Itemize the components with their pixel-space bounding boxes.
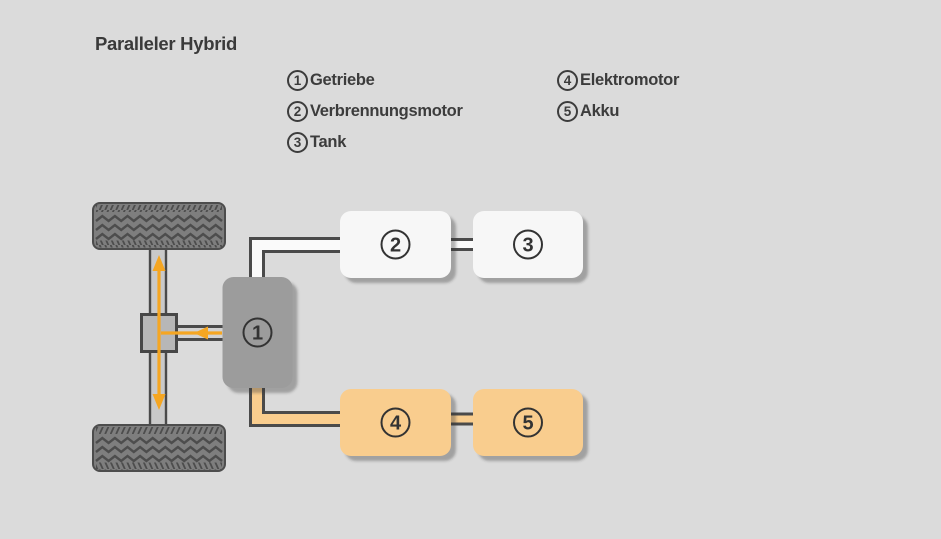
number-circle	[380, 407, 411, 438]
box-number: 3	[522, 235, 533, 257]
connector-gearbox-engine	[249, 237, 345, 292]
page-title: Paralleler Hybrid	[95, 33, 237, 54]
box-elektromotor: 4	[340, 389, 456, 461]
legend-number-circle: 3	[287, 131, 308, 153]
legend-column-2: 4 Elektromotor 5 Akku	[557, 69, 679, 131]
arrow-down-icon	[152, 394, 166, 410]
legend-item-elektromotor: 4 Elektromotor	[557, 69, 679, 91]
wheel-top	[92, 202, 226, 250]
legend-number-circle: 5	[557, 100, 578, 122]
box-verbrennungsmotor: 2	[340, 211, 456, 283]
box-akku: 5	[473, 389, 588, 461]
box-tank: 3	[473, 211, 588, 283]
legend-column-1: 1 Getriebe 2 Verbrennungsmotor 3 Tank	[287, 69, 463, 162]
legend-label: Verbrennungsmotor	[310, 101, 463, 120]
legend-label: Elektromotor	[580, 70, 680, 89]
legend-label: Getriebe	[310, 70, 375, 89]
legend-number-circle: 1	[287, 69, 308, 91]
legend-item-akku: 5 Akku	[557, 100, 679, 122]
power-flow-arrows	[152, 255, 222, 410]
legend-item-verbrennungsmotor: 2 Verbrennungsmotor	[287, 100, 463, 122]
number-circle	[242, 317, 273, 348]
wheel-bottom	[92, 424, 226, 472]
legend-item-getriebe: 1 Getriebe	[287, 69, 463, 91]
number-circle	[513, 229, 543, 260]
legend-label: Tank	[310, 132, 347, 151]
legend-number-circle: 4	[557, 69, 578, 91]
arrow-up-icon	[152, 255, 166, 271]
arrow-left-icon	[194, 326, 208, 340]
legend-item-tank: 3 Tank	[287, 131, 463, 153]
box-getriebe: 1	[222, 277, 298, 393]
number-circle	[513, 407, 543, 438]
number-circle	[380, 229, 411, 260]
box-number: 1	[252, 323, 263, 345]
legend-number-circle: 2	[287, 100, 308, 122]
legend-label: Akku	[580, 101, 620, 120]
box-number: 4	[390, 413, 402, 435]
box-number: 2	[390, 235, 401, 257]
box-number: 5	[522, 413, 533, 435]
